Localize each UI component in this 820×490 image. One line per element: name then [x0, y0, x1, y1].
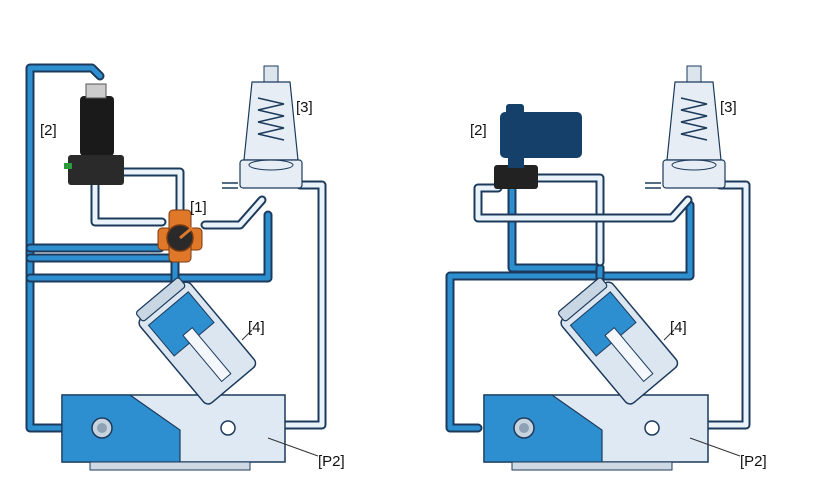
left-solenoid-top: [85, 83, 107, 99]
left-reducer-spring-icon: [257, 97, 285, 141]
left-valve-cap: [135, 277, 186, 322]
right-valve-inlet-chamber: [483, 394, 603, 463]
left-main-valve: [61, 277, 286, 471]
left-solenoid-coil: [80, 96, 114, 156]
right-outlet-label: [P2]: [740, 453, 767, 470]
left-valve-inlet-chamber: [61, 394, 181, 463]
right-valve-cap: [557, 277, 608, 322]
right-valve-foot: [511, 461, 673, 471]
left-low-pressure-pipes: [90, 167, 327, 430]
left-solenoid-base: [68, 155, 124, 185]
right-pressure-reducer: [645, 65, 726, 189]
left-reducer-label: [3]: [296, 99, 313, 116]
left-pressure-reducer: [222, 65, 303, 189]
right-main-valve: [483, 277, 709, 471]
left-schematic: [2] [3] [1] [4] [P2]: [25, 63, 345, 471]
right-valve-stem: [604, 327, 654, 383]
left-control-pipes: [25, 210, 273, 305]
right-pilot-label: [2]: [470, 122, 487, 139]
left-valve-stem: [182, 327, 232, 383]
left-outlet-label: [P2]: [318, 453, 345, 470]
left-selector-label: [1]: [190, 199, 207, 216]
right-pilot-actuator: [494, 104, 582, 189]
right-actuator-housing: [500, 112, 582, 158]
right-valve-label: [4]: [670, 319, 687, 336]
left-selector-valve: [157, 209, 203, 263]
right-reducer-spring-icon: [680, 97, 708, 141]
left-outlet-gauge-icon: [220, 420, 236, 436]
right-reducer-spring-housing: [666, 81, 722, 161]
left-valve-label: [4]: [248, 319, 265, 336]
left-pilot-solenoid: [64, 83, 124, 185]
right-outlet-gauge-icon: [644, 420, 660, 436]
left-valve-foot: [89, 461, 251, 471]
right-leader-lines: [663, 329, 741, 457]
right-actuator-base: [494, 165, 538, 189]
right-schematic: [2] [3] [4] [P2]: [445, 65, 767, 471]
left-reducer-spring-housing: [243, 81, 299, 161]
right-reducer-label: [3]: [720, 99, 737, 116]
left-leader-lines: [241, 329, 319, 457]
left-pilot-label: [2]: [40, 122, 57, 139]
right-low-pressure-pipes: [473, 173, 751, 430]
left-upstream-pipe: [25, 63, 105, 433]
